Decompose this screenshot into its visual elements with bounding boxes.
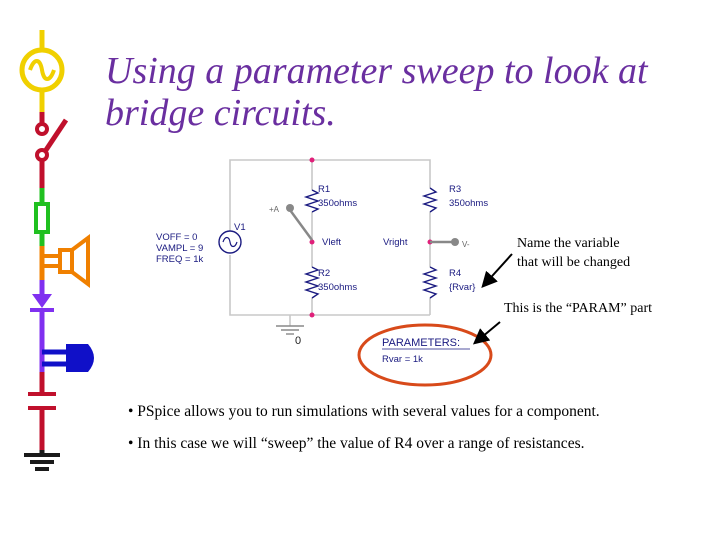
probe-minus-icon — [430, 238, 459, 246]
capacitor-icon — [28, 372, 56, 450]
annotation-name-variable-line1: Name the variable — [517, 236, 620, 251]
speaker-icon — [39, 234, 90, 288]
params-value: Rvar = 1k — [382, 354, 423, 365]
node-label-vleft: Vleft — [322, 237, 341, 248]
annotation-name-variable-line2: that will be changed — [517, 255, 631, 270]
resistor-r3-icon — [421, 187, 439, 213]
connector-icon — [42, 344, 94, 372]
bullet-item: • In this case we will “sweep” the value… — [128, 435, 585, 452]
v1-freq: FREQ = 1k — [156, 254, 203, 265]
ground-label: 0 — [295, 335, 301, 347]
probe-plus-label: +A — [269, 205, 280, 214]
resistor-r2-icon — [303, 266, 321, 299]
r1-name: R1 — [318, 184, 330, 195]
schematic-ground-icon — [276, 325, 304, 335]
r1-value: 350ohms — [318, 198, 357, 209]
param-highlight-ellipse — [357, 323, 493, 387]
v1-vampl: VAMPL = 9 — [156, 243, 203, 254]
v1-voff: VOFF = 0 — [156, 232, 197, 243]
r3-name: R3 — [449, 184, 461, 195]
component-strip — [19, 30, 94, 471]
voltage-source-v1-icon — [218, 230, 242, 254]
node-dot-bottom — [309, 312, 315, 318]
switch-icon — [35, 112, 69, 188]
annotation-param-part: This is the “PARAM” part — [504, 301, 653, 316]
r2-name: R2 — [318, 268, 330, 279]
r4-value: {Rvar} — [449, 282, 475, 293]
resistor-r4-icon — [421, 266, 439, 299]
r3-value: 350ohms — [449, 198, 488, 209]
slide-title: Using a parameter sweep to look at bridg… — [105, 50, 648, 134]
params-label: PARAMETERS: — [382, 337, 460, 349]
r4-name: R4 — [449, 268, 461, 279]
annotation-arrows — [472, 253, 513, 345]
node-dot-left — [309, 239, 315, 245]
v1-name: V1 — [234, 222, 246, 233]
ac-source-icon — [19, 30, 65, 112]
node-dot-top — [309, 157, 315, 163]
r2-value: 350ohms — [318, 282, 357, 293]
arrow-to-params — [472, 321, 501, 345]
ground-icon — [24, 450, 60, 471]
probe-minus-label: V- — [462, 240, 470, 249]
arrow-to-r4 — [481, 253, 513, 288]
resistor-r1-icon — [303, 189, 321, 213]
node-label-vright: Vright — [383, 237, 408, 248]
bridge-schematic: R1 350ohms R2 350ohms R3 350ohms R4 {Rva… — [156, 157, 488, 365]
diode-icon — [30, 280, 54, 372]
fuse-icon — [34, 188, 50, 246]
annotation-name-variable: Name the variable that will be changed — [517, 234, 630, 272]
bullet-item: • PSpice allows you to run simulations w… — [128, 403, 600, 420]
probe-plus-icon — [286, 204, 314, 241]
